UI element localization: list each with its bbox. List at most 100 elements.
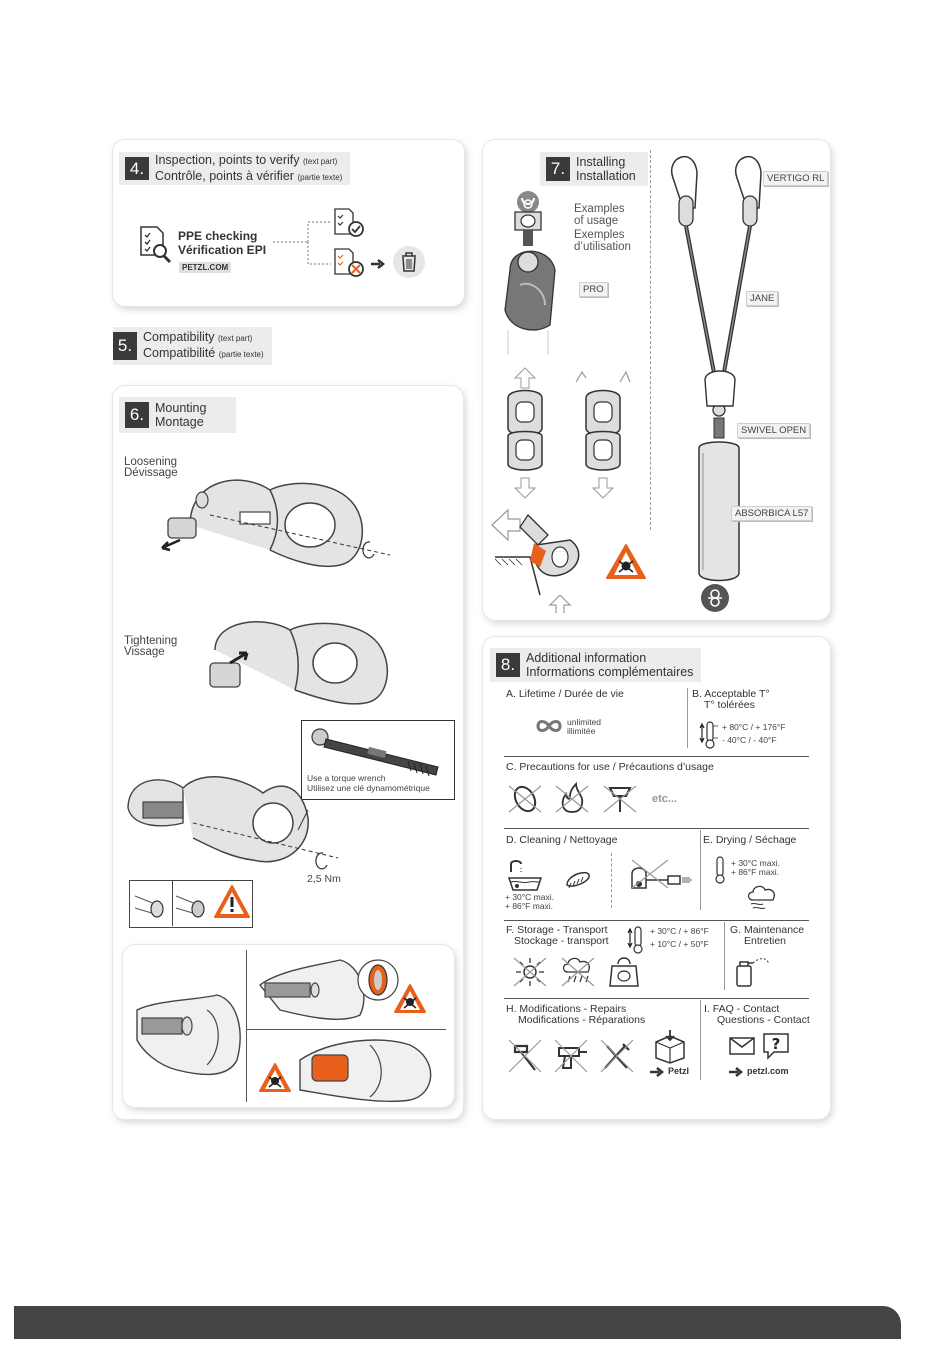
footer-bar: [14, 1306, 901, 1339]
washing-tap-icon: [507, 860, 543, 891]
loosening-label-fr: Dévissage: [124, 467, 178, 479]
envelope-icon: [729, 1037, 755, 1055]
examples-en-1: Examples: [574, 203, 625, 215]
storage-temp-max: + 30°C / + 86°F: [650, 926, 709, 936]
storage-bag-icon: [609, 957, 639, 987]
damaged-swivel-illustration: [299, 1039, 432, 1103]
section-7-header: 7. Installing Installation: [540, 152, 648, 186]
torque-wrench-text-en: Use a torque wrench: [307, 773, 386, 783]
modifications-title: H. Modifications - Repairs: [506, 1003, 627, 1015]
no-rain-icon: [561, 957, 595, 987]
no-fire-icon: [555, 781, 589, 813]
tag-swivel-open: SWIVEL OPEN: [737, 423, 811, 438]
section-title-fr: Informations complémentaires: [526, 665, 694, 679]
faq-title-fr: Questions - Contact: [717, 1014, 810, 1026]
cleaning-title: D. Cleaning / Nettoyage: [506, 834, 618, 846]
tag-absorbica-l57: ABSORBICA L57: [731, 506, 813, 521]
checklist-magnifier-icon: [140, 226, 172, 264]
section-title-en: Additional information: [526, 651, 647, 665]
danger-skull-icon: [606, 544, 646, 579]
no-hammer-icon: [508, 1039, 542, 1073]
installation-divider: [650, 150, 651, 530]
thermometer-icon: [715, 856, 725, 884]
section-title-en: Mounting: [155, 401, 207, 415]
checklist-ok-icon: [334, 208, 364, 237]
thermometer-icon: [699, 721, 718, 749]
danger-skull-icon: [259, 1063, 291, 1092]
thermometer-icon: [627, 926, 643, 954]
torque-wrench-text-fr: Utilisez une clé dynamométrique: [307, 783, 430, 793]
tag-jane: JANE: [746, 291, 779, 306]
section-number: 6.: [125, 402, 149, 428]
lanyard-system-illustration: [670, 156, 762, 582]
inspection-flow-lines: [273, 221, 331, 265]
arrow-right-icon: [729, 1067, 744, 1077]
tightening-label-en: Tightening: [124, 635, 178, 647]
precautions-title: C. Precautions for use / Précautions d’u…: [506, 761, 714, 773]
ppe-site-badge[interactable]: PETZL.COM: [179, 262, 232, 273]
section-8-header: 8. Additional information Informations c…: [490, 648, 702, 682]
swivel-multi-direction-illustration: [575, 370, 631, 499]
section-title-fr: Montage: [155, 415, 204, 429]
tag-vertigo-rl: VERTIGO RL: [763, 171, 829, 186]
swivel-axial-illustration: [507, 367, 543, 499]
drying-title: E. Drying / Séchage: [703, 834, 797, 846]
acceptable-temp-title-fr: T° tolérées: [704, 699, 755, 711]
infinity-icon: [536, 720, 562, 732]
section-4-header: 4. Inspection, points to verify (text pa…: [119, 152, 351, 185]
bolt-damaged-icon: [175, 895, 205, 918]
loosening-illustration: [161, 479, 391, 568]
drying-temp-c: + 30°C maxi.: [731, 858, 780, 868]
temp-max: + 80°C / + 176°F: [722, 722, 786, 732]
storage-temp-min: + 10°C / + 50°F: [650, 939, 709, 949]
storage-title-fr: Stockage - transport: [514, 935, 609, 947]
brush-icon: [566, 871, 590, 889]
ppe-checking-label: PPE checking: [178, 229, 258, 243]
section-title-en: Installing: [576, 155, 626, 169]
temp-min: - 40°C / - 40°F: [722, 735, 777, 745]
svg-text:?: ?: [772, 1035, 781, 1053]
section-number: 8.: [496, 653, 520, 677]
cleaning-temp-f: + 86°F maxi.: [505, 901, 554, 911]
acceptable-temp-title: B. Acceptable T°: [692, 688, 770, 700]
oil-spray-icon: [736, 958, 770, 987]
arrow-right-icon: [371, 259, 386, 269]
no-drill-icon: [554, 1039, 588, 1073]
examples-en-2: of usage: [574, 215, 619, 227]
section-number: 7.: [546, 157, 570, 181]
side-load-illustration: [491, 508, 580, 613]
section-number: 4.: [125, 157, 149, 180]
petzl-link[interactable]: Petzl: [668, 1066, 690, 1076]
question-bubble-icon: ?: [763, 1033, 789, 1060]
examples-fr-1: Exemples: [574, 229, 625, 241]
petzl-com-link[interactable]: petzl.com: [747, 1066, 789, 1076]
lifetime-illimitee: illimitée: [567, 726, 596, 736]
examples-fr-2: d’utilisation: [574, 241, 631, 253]
no-sun-icon: [513, 957, 547, 987]
air-dry-cloud-icon: [747, 885, 775, 910]
no-pressure-washer-icon: [631, 859, 692, 889]
swivel-zoom-illustration: [259, 959, 399, 1020]
torque-wrench-icon: [311, 728, 439, 777]
no-carabiner-icon: [508, 785, 542, 813]
hand-swivel-illustration: [136, 994, 241, 1076]
double-ring-badge-icon: [701, 584, 729, 612]
section-title-en: Compatibility: [143, 330, 215, 344]
modifications-title-fr: Modifications - Réparations: [518, 1014, 646, 1026]
section-title-fr: Contrôle, points à vérifier: [155, 168, 294, 183]
warning-icon: [214, 885, 250, 918]
torque-mounting-illustration: [127, 776, 339, 870]
faq-title: I. FAQ - Contact: [704, 1003, 780, 1015]
bolt-clean-icon: [134, 895, 164, 918]
no-cutting-icon: [603, 785, 637, 813]
arrow-right-icon: [650, 1067, 665, 1077]
section-6-header: 6. Mounting Montage: [119, 397, 237, 433]
torque-value: 2,5 Nm: [307, 873, 341, 885]
no-tools-icon: [600, 1039, 634, 1073]
pulley-swivel-illustration: [504, 191, 556, 355]
precautions-etc: etc...: [652, 793, 678, 805]
section-number: 5.: [113, 332, 137, 360]
danger-skull-icon: [394, 984, 426, 1013]
maintenance-title-fr: Entretien: [744, 935, 787, 947]
trash-icon: [393, 246, 425, 278]
